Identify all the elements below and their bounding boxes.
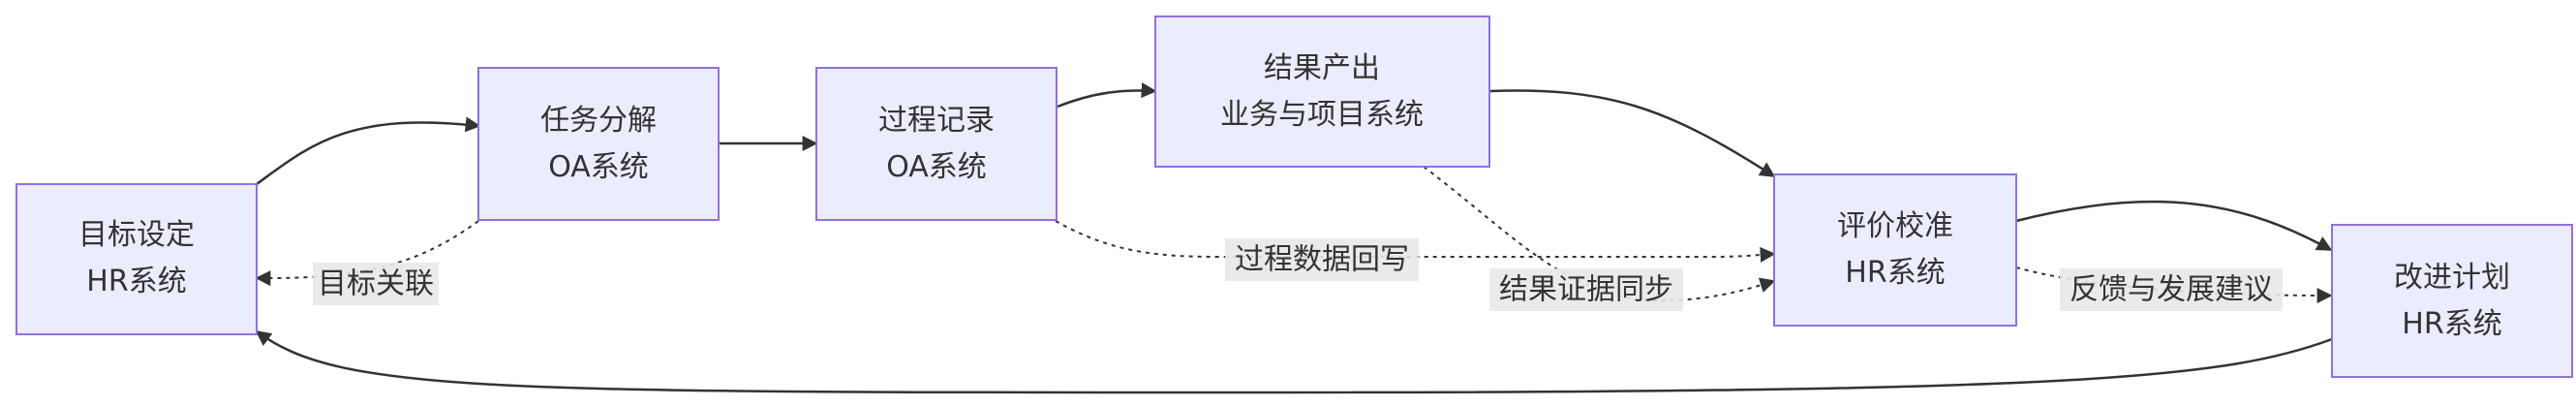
- edge-label-goal-link-text: 目标关联: [318, 267, 434, 301]
- node-result-output-title: 结果产出: [1264, 51, 1380, 85]
- node-process-record-title: 过程记录: [878, 104, 995, 138]
- node-improvement-plan: 改进计划 HR系统: [2331, 224, 2573, 378]
- edge-label-process-writeback: 过程数据回写: [1225, 238, 1419, 281]
- edge-label-process-writeback-text: 过程数据回写: [1235, 243, 1409, 277]
- edge-label-goal-link: 目标关联: [313, 263, 439, 305]
- node-process-record-system: OA系统: [886, 150, 987, 184]
- node-result-output-system: 业务与项目系统: [1220, 98, 1424, 132]
- edge-result-to-eval: [1488, 89, 1776, 178]
- edge-improve-to-goal: [255, 329, 2333, 394]
- edge-label-feedback-text: 反馈与发展建议: [2070, 273, 2273, 307]
- edge-process-to-eval-dotted: [1055, 220, 1776, 263]
- node-goal-setting: 目标设定 HR系统: [15, 183, 258, 335]
- node-goal-setting-title: 目标设定: [78, 218, 195, 252]
- node-improvement-plan-title: 改进计划: [2394, 261, 2510, 295]
- node-result-output: 结果产出 业务与项目系统: [1154, 16, 1490, 168]
- edge-process-to-result: [1057, 82, 1157, 109]
- edge-eval-to-improve-dotted: [2015, 266, 2333, 303]
- node-goal-setting-system: HR系统: [86, 265, 186, 298]
- edge-label-result-sync: 结果证据同步: [1489, 268, 1683, 311]
- edge-eval-to-improve: [2015, 200, 2333, 252]
- node-task-breakdown-title: 任务分解: [540, 104, 657, 138]
- node-process-record: 过程记录 OA系统: [815, 67, 1058, 221]
- node-improvement-plan-system: HR系统: [2402, 307, 2501, 341]
- node-evaluation-calibration-system: HR系统: [1845, 256, 1945, 290]
- edge-label-result-sync-text: 结果证据同步: [1499, 273, 1673, 307]
- edge-goal-to-task: [256, 116, 481, 186]
- edge-label-feedback: 反馈与发展建议: [2060, 268, 2283, 311]
- node-evaluation-calibration-title: 评价校准: [1837, 209, 1953, 243]
- node-task-breakdown-system: OA系统: [548, 150, 649, 184]
- node-task-breakdown: 任务分解 OA系统: [477, 67, 720, 221]
- edge-result-to-eval-dotted: [1423, 166, 1776, 302]
- node-evaluation-calibration: 评价校准 HR系统: [1773, 173, 2017, 327]
